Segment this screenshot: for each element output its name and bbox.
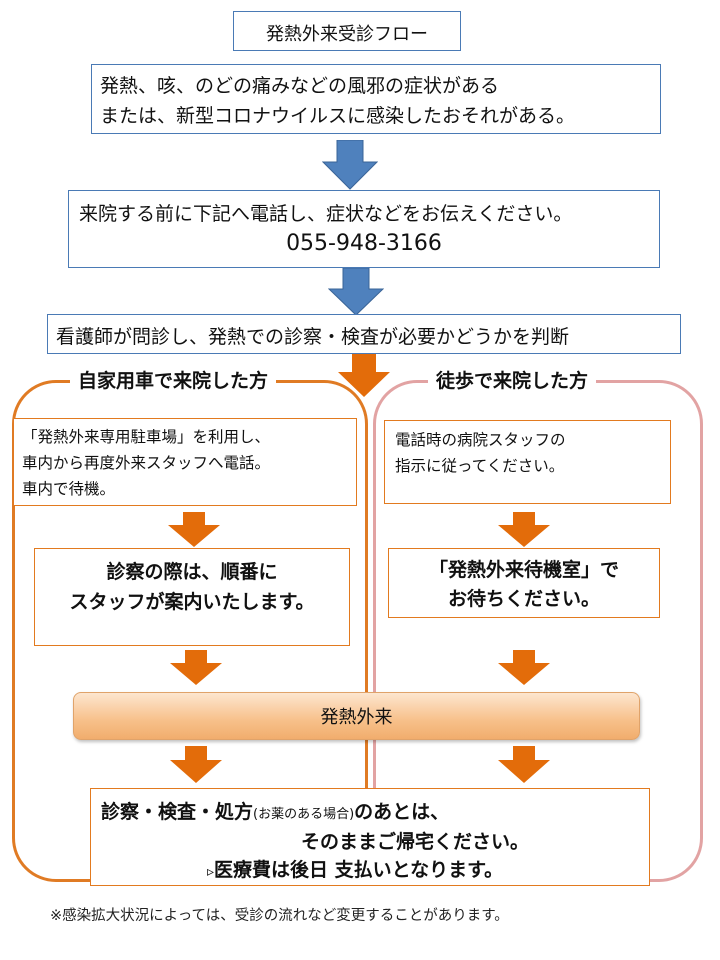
walk-instruction-box: 電話時の病院スタッフの 指示に従ってください。 (384, 420, 671, 504)
down-arrow-icon (322, 140, 378, 190)
final-line-2: そのままご帰宅ください。 (301, 831, 530, 853)
car-guidance-line-2: スタッフが案内いたします。 (69, 591, 315, 613)
car-parking-line-2: 車内から再度外来スタッフへ電話。 (22, 454, 271, 472)
car-guidance-line-1: 診察の際は、順番に (106, 561, 278, 583)
triage-box: 看護師が問診し、発熱での診察・検査が必要かどうかを判断 (47, 314, 681, 354)
car-guidance-box: 診察の際は、順番に スタッフが案内いたします。 (34, 548, 350, 646)
fever-clinic-bar: 発熱外来 (73, 692, 640, 740)
footnote: ※感染拡大状況によっては、受診の流れなど変更することがあります。 (50, 908, 509, 924)
down-arrow-icon (338, 354, 390, 397)
final-line-1: 診察・検査・処方(お薬のある場合)のあとは、 (101, 797, 449, 824)
final-exam-label: 診察・検査・処方 (101, 801, 254, 823)
car-parking-line-1: 「発熱外来専用駐車場」を利用し、 (22, 428, 271, 446)
walk-waiting-line-1: 「発熱外来待機室」で (428, 559, 619, 581)
symptom-line-2: または、新型コロナウイルスに感染したおそれがある。 (100, 105, 576, 127)
walk-instruction-line-2: 指示に従ってください。 (395, 457, 565, 475)
final-payment-text: 医療費は後日 支払いとなります。 (214, 859, 504, 881)
final-medicine-note: (お薬のある場合) (253, 807, 355, 822)
down-arrow-icon (498, 746, 550, 783)
car-parking-box: 「発熱外来専用駐車場」を利用し、 車内から再度外来スタッフへ電話。 車内で待機。 (14, 418, 357, 506)
flow-title: 発熱外来受診フロー (266, 24, 428, 45)
walk-instruction-line-1: 電話時の病院スタッフの (395, 431, 566, 449)
down-arrow-icon (168, 512, 220, 547)
final-after-label: のあとは、 (354, 801, 450, 823)
down-arrow-icon (328, 268, 384, 316)
walk-lane-title: 徒歩で来院した方 (428, 368, 597, 394)
phone-box: 来院する前に下記へ電話し、症状などをお伝えください。 055-948-3166 (68, 190, 660, 268)
triangle-icon: ▹ (207, 864, 215, 880)
down-arrow-icon (498, 650, 550, 685)
final-line-3: ▹医療費は後日 支払いとなります。 (207, 855, 503, 882)
final-instruction-box: 診察・検査・処方(お薬のある場合)のあとは、 そのままご帰宅ください。 ▹医療費… (90, 788, 650, 886)
car-parking-line-3: 車内で待機。 (22, 480, 116, 498)
phone-instruction: 来院する前に下記へ電話し、症状などをお伝えください。 (79, 203, 573, 225)
fever-clinic-label: 発熱外来 (320, 707, 393, 728)
phone-number: 055-948-3166 (286, 231, 442, 256)
down-arrow-icon (170, 746, 222, 783)
flow-title-box: 発熱外来受診フロー (233, 11, 461, 51)
triage-text: 看護師が問診し、発熱での診察・検査が必要かどうかを判断 (56, 326, 570, 348)
walk-waiting-box: 「発熱外来待機室」で お待ちください。 (388, 548, 660, 618)
symptom-line-1: 発熱、咳、のどの痛みなどの風邪の症状がある (100, 75, 500, 97)
symptom-box: 発熱、咳、のどの痛みなどの風邪の症状がある または、新型コロナウイルスに感染した… (91, 64, 661, 134)
down-arrow-icon (498, 512, 550, 547)
walk-waiting-line-2: お待ちください。 (447, 588, 600, 610)
down-arrow-icon (170, 650, 222, 685)
car-lane-title: 自家用車で来院した方 (70, 368, 277, 394)
